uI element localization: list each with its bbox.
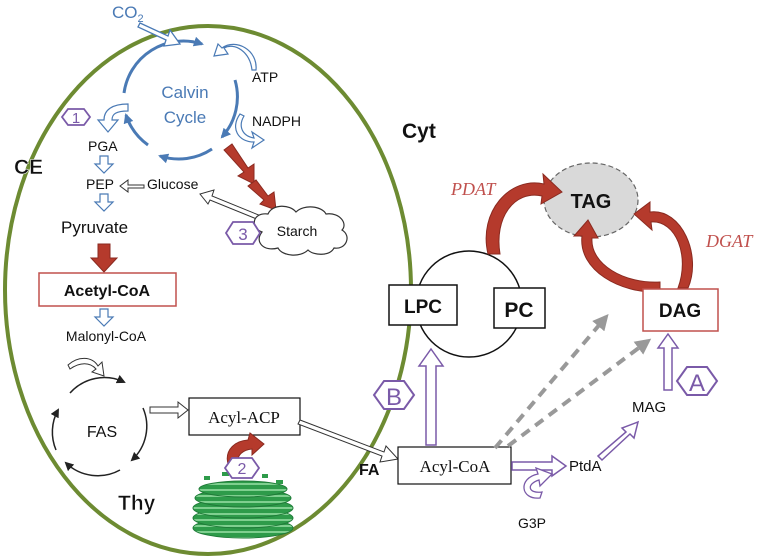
- g3p-label: G3P: [518, 515, 546, 531]
- pc-label: PC: [504, 299, 533, 322]
- thylakoid-stack: [192, 472, 294, 539]
- fas-label: FAS: [87, 424, 117, 441]
- tag-label: TAG: [571, 191, 612, 213]
- malonyl-coa-label: Malonyl-CoA: [66, 328, 147, 344]
- cyt-label: Cyt: [402, 120, 436, 143]
- calvin-label-line2: Cycle: [164, 108, 207, 127]
- fas-to-acyl-acp-arrow: [149, 400, 189, 420]
- calvin-label-line1: Calvin: [161, 83, 208, 102]
- acyl-acp-label: Acyl-ACP: [208, 408, 280, 427]
- mag-to-dag-arrow: [656, 332, 680, 391]
- dgat-label: DGAT: [705, 231, 754, 251]
- fas-cycle: FAS: [50, 374, 148, 477]
- badge-1: 1: [60, 108, 92, 127]
- ptda-label: PtdA: [569, 458, 602, 475]
- glucose-to-pep-arrow: [119, 179, 145, 193]
- svg-text:1: 1: [72, 110, 80, 127]
- acetyl-coa-box: [38, 272, 177, 307]
- dag-label: DAG: [659, 301, 701, 322]
- ptda-to-mag-arrow: [596, 420, 640, 462]
- svg-text:2: 2: [238, 461, 247, 478]
- malonyl-to-fas-curl: [67, 357, 105, 377]
- acetyl-to-malonyl-arrow: [93, 308, 115, 327]
- badge-b: B: [372, 380, 416, 411]
- pga-label: PGA: [88, 138, 118, 154]
- dag-box: [642, 288, 719, 332]
- glucose-label: Glucose: [147, 176, 199, 192]
- calvin-to-starch-arrow-2: [247, 179, 277, 211]
- starch-label: Starch: [277, 223, 317, 239]
- svg-text:B: B: [386, 384, 402, 411]
- thy-label: Thy: [118, 492, 156, 515]
- dgat-arrow-left: [572, 219, 661, 293]
- svg-text:3: 3: [238, 225, 247, 244]
- g3p-curl-arrow: [523, 466, 554, 499]
- calvin-to-pga-arrow: [96, 103, 129, 133]
- pdat-label: PDAT: [450, 179, 497, 199]
- co2-label: CO2: [112, 3, 144, 25]
- acyl-acp-box: [188, 397, 301, 436]
- svg-text:A: A: [689, 370, 705, 397]
- ce-label: CE: [14, 156, 43, 179]
- dgat-arrow-right: [633, 201, 693, 289]
- atp-curl-arrow: [213, 42, 257, 71]
- acyl-coa-label: Acyl-CoA: [420, 457, 492, 476]
- acetyl-coa-label: Acetyl-CoA: [64, 283, 151, 300]
- lpc-box: [388, 284, 458, 326]
- mag-label: MAG: [632, 399, 666, 416]
- acyl-coa-to-lpc-arrow: [417, 347, 445, 446]
- calvin-cycle: Calvin Cycle: [122, 36, 239, 164]
- lpc-label: LPC: [404, 297, 442, 318]
- pyruvate-to-acetyl-arrow: [89, 243, 119, 273]
- atp-label: ATP: [252, 69, 278, 85]
- badge-a: A: [675, 366, 719, 397]
- pep-label: PEP: [86, 176, 114, 192]
- pep-to-pyruvate-arrow: [93, 193, 115, 212]
- acyl-coa-to-dag-dashed-arrow: [506, 338, 652, 448]
- acyl-coa-box: [397, 446, 512, 485]
- pga-to-pep-arrow: [93, 155, 115, 174]
- co2-input-arrow: [137, 22, 182, 47]
- badge-3: 3: [224, 221, 262, 245]
- nadph-label: NADPH: [252, 113, 301, 129]
- starch-cloud: [253, 205, 348, 256]
- pyruvate-label: Pyruvate: [61, 218, 128, 237]
- fa-label: FA: [359, 462, 380, 479]
- acyl-acp-to-acyl-coa-arrow: [297, 419, 399, 463]
- pc-box: [493, 287, 546, 329]
- nadph-curl-arrow: [235, 113, 266, 150]
- acyl-coa-to-ptda-arrow: [511, 454, 568, 478]
- pdat-arrow: [485, 172, 563, 255]
- calvin-to-starch-arrow-1: [223, 143, 255, 185]
- acyl-coa-to-pc-dashed-arrow: [493, 313, 609, 450]
- badge-2: 2: [223, 457, 261, 479]
